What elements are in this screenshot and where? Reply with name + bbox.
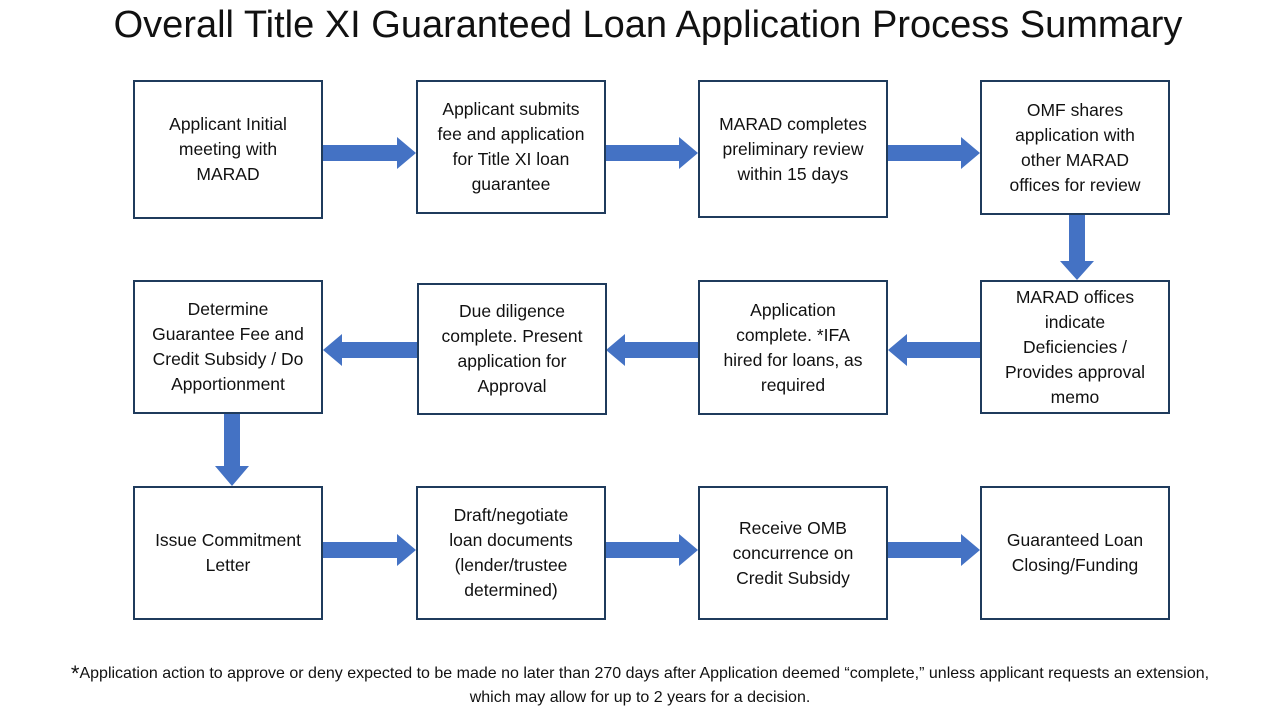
step-box-initial-meeting: Applicant Initial meeting with MARAD [133,80,323,219]
step-label: Applicant Initial meeting with MARAD [169,114,287,184]
step-label: OMF shares application with other MARAD … [1009,99,1141,195]
step-label: Issue Commitment Letter [155,530,301,575]
step-label: Receive OMB concurrence on Credit Subsid… [732,517,854,588]
step-box-application-complete: Application complete. *IFA hired for loa… [698,280,888,415]
footnote-text-1: Application action to approve or deny ex… [79,665,1210,682]
arrow-right-3-4 [888,137,980,169]
page-title: Overall Title XI Guaranteed Loan Applica… [113,4,1183,46]
footnote-star: * [70,661,80,686]
arrow-left-5-6 [888,334,980,366]
step-label: Due diligence complete. Present applicat… [441,301,583,396]
step-box-loan-documents: Draft/negotiate loan documents (lender/t… [416,486,606,620]
step-label: Draft/negotiate loan documents (lender/t… [449,505,573,600]
footnote: *Application action to approve or deny e… [0,662,1280,710]
arrow-down-8-9 [215,414,249,486]
step-label: MARAD offices indicate Deficiencies / Pr… [1004,286,1146,407]
step-box-loan-closing: Guaranteed Loan Closing/Funding [980,486,1170,620]
step-box-omf-shares: OMF shares application with other MARAD … [980,80,1170,215]
step-box-guarantee-fee: Determine Guarantee Fee and Credit Subsi… [133,280,323,414]
arrow-right-10-11 [606,534,698,566]
step-label: Determine Guarantee Fee and Credit Subsi… [152,299,304,394]
step-label: Guaranteed Loan Closing/Funding [1006,530,1144,575]
footnote-line-1: *Application action to approve or deny e… [0,662,1280,686]
step-box-deficiencies: MARAD offices indicate Deficiencies / Pr… [980,280,1170,414]
arrow-right-11-12 [888,534,980,566]
step-label: Application complete. *IFA hired for loa… [723,299,863,395]
step-box-omb-concurrence: Receive OMB concurrence on Credit Subsid… [698,486,888,620]
step-box-submit-application: Applicant submits fee and application fo… [416,80,606,214]
step-label: Applicant submits fee and application fo… [437,99,585,194]
arrow-down-4-5 [1060,215,1094,280]
arrow-right-1-2 [323,137,416,169]
arrow-left-7-8 [323,334,417,366]
step-box-commitment-letter: Issue Commitment Letter [133,486,323,620]
step-box-due-diligence: Due diligence complete. Present applicat… [417,283,607,415]
step-label: MARAD completes preliminary review withi… [719,113,867,184]
footnote-line-2: which may allow for up to 2 years for a … [469,689,811,706]
arrow-right-9-10 [323,534,416,566]
step-box-preliminary-review: MARAD completes preliminary review withi… [698,80,888,218]
arrow-left-6-7 [606,334,698,366]
arrow-right-2-3 [606,137,698,169]
